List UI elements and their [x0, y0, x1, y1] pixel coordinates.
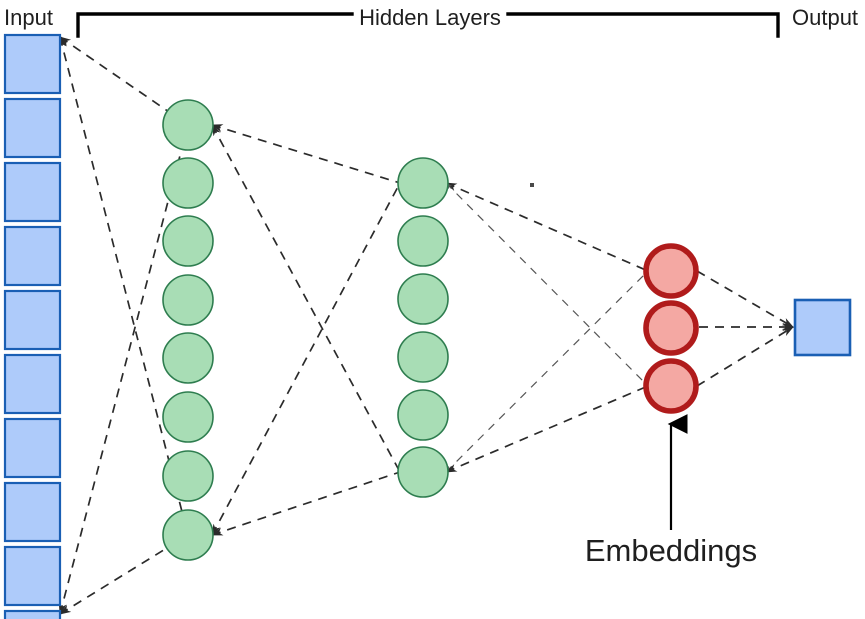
artifact-dot [530, 183, 534, 187]
hidden-node[interactable] [397, 215, 449, 267]
embedding-node[interactable] [643, 243, 699, 299]
input-layer [3, 33, 62, 619]
label-output: Output [792, 5, 858, 30]
hidden-node[interactable] [162, 157, 214, 209]
hidden-node[interactable] [162, 391, 214, 443]
label-hidden-layers: Hidden Layers [359, 5, 501, 30]
connections-input-to-hidden1 [58, 35, 189, 616]
hidden-layer-2 [397, 157, 449, 498]
input-node[interactable] [3, 225, 62, 287]
input-node[interactable] [3, 161, 62, 223]
output-layer [793, 298, 852, 357]
hidden-node[interactable] [162, 215, 214, 267]
hidden-node[interactable] [397, 273, 449, 325]
hidden-node[interactable] [162, 274, 214, 326]
connections-hidden2-to-embeddings [444, 182, 649, 473]
hidden-node[interactable] [162, 99, 214, 151]
hidden-node[interactable] [397, 157, 449, 209]
output-node[interactable] [793, 298, 852, 357]
connections-hidden1-to-hidden2 [210, 123, 401, 537]
input-node[interactable] [3, 609, 62, 619]
hidden-node[interactable] [162, 332, 214, 384]
input-node[interactable] [3, 417, 62, 479]
embedding-node[interactable] [643, 300, 699, 356]
hidden-layer-1 [162, 99, 214, 561]
input-node[interactable] [3, 97, 62, 159]
connections-embeddings-to-output [696, 270, 795, 387]
input-node[interactable] [3, 33, 62, 95]
input-node[interactable] [3, 545, 62, 607]
input-node[interactable] [3, 353, 62, 415]
label-input: Input [4, 5, 53, 30]
input-node[interactable] [3, 481, 62, 543]
hidden-node[interactable] [397, 446, 449, 498]
input-node[interactable] [3, 289, 62, 351]
hidden-node[interactable] [397, 331, 449, 383]
hidden-layers-bracket [76, 12, 780, 38]
embedding-node[interactable] [643, 358, 699, 414]
label-embeddings: Embeddings [585, 533, 757, 568]
hidden-node[interactable] [162, 450, 214, 502]
embedding-layer [643, 243, 699, 414]
hidden-node[interactable] [162, 509, 214, 561]
hidden-node[interactable] [397, 389, 449, 441]
